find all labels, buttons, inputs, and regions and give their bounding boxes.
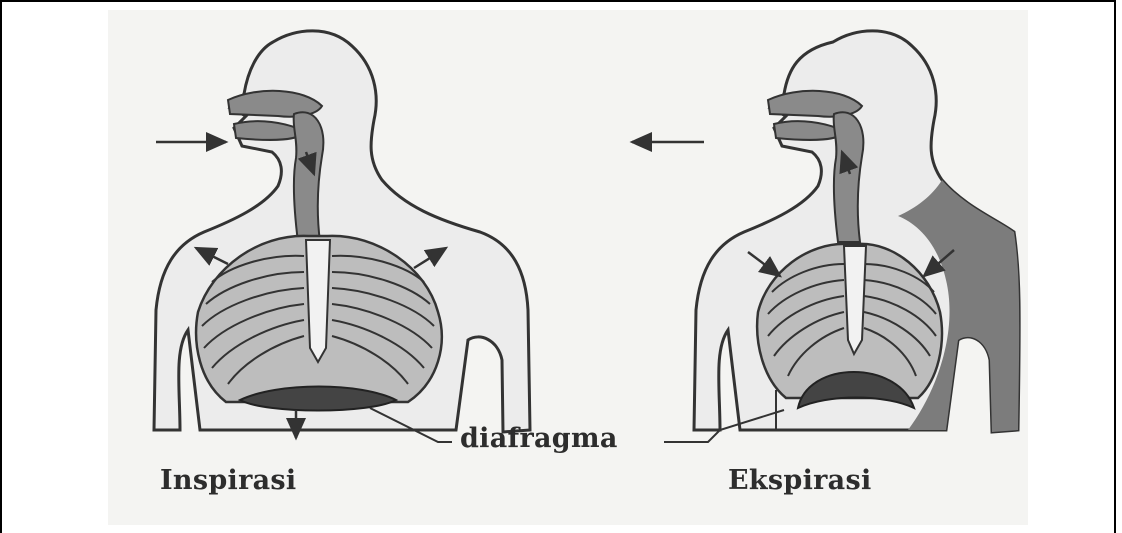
breathing-diagram: diafragma Inspirasi Ekspirasi — [108, 10, 1028, 525]
inspiration-figure — [154, 31, 530, 438]
ekspirasi-label: Ekspirasi — [728, 465, 872, 496]
expiration-sternum — [844, 246, 866, 354]
expiration-trachea — [834, 112, 864, 242]
inspiration-trachea — [294, 112, 324, 242]
expiration-figure — [632, 31, 1019, 432]
diafragma-label: diafragma — [460, 423, 618, 454]
inspiration-sternum — [306, 240, 330, 362]
inspirasi-label: Inspirasi — [160, 465, 296, 496]
